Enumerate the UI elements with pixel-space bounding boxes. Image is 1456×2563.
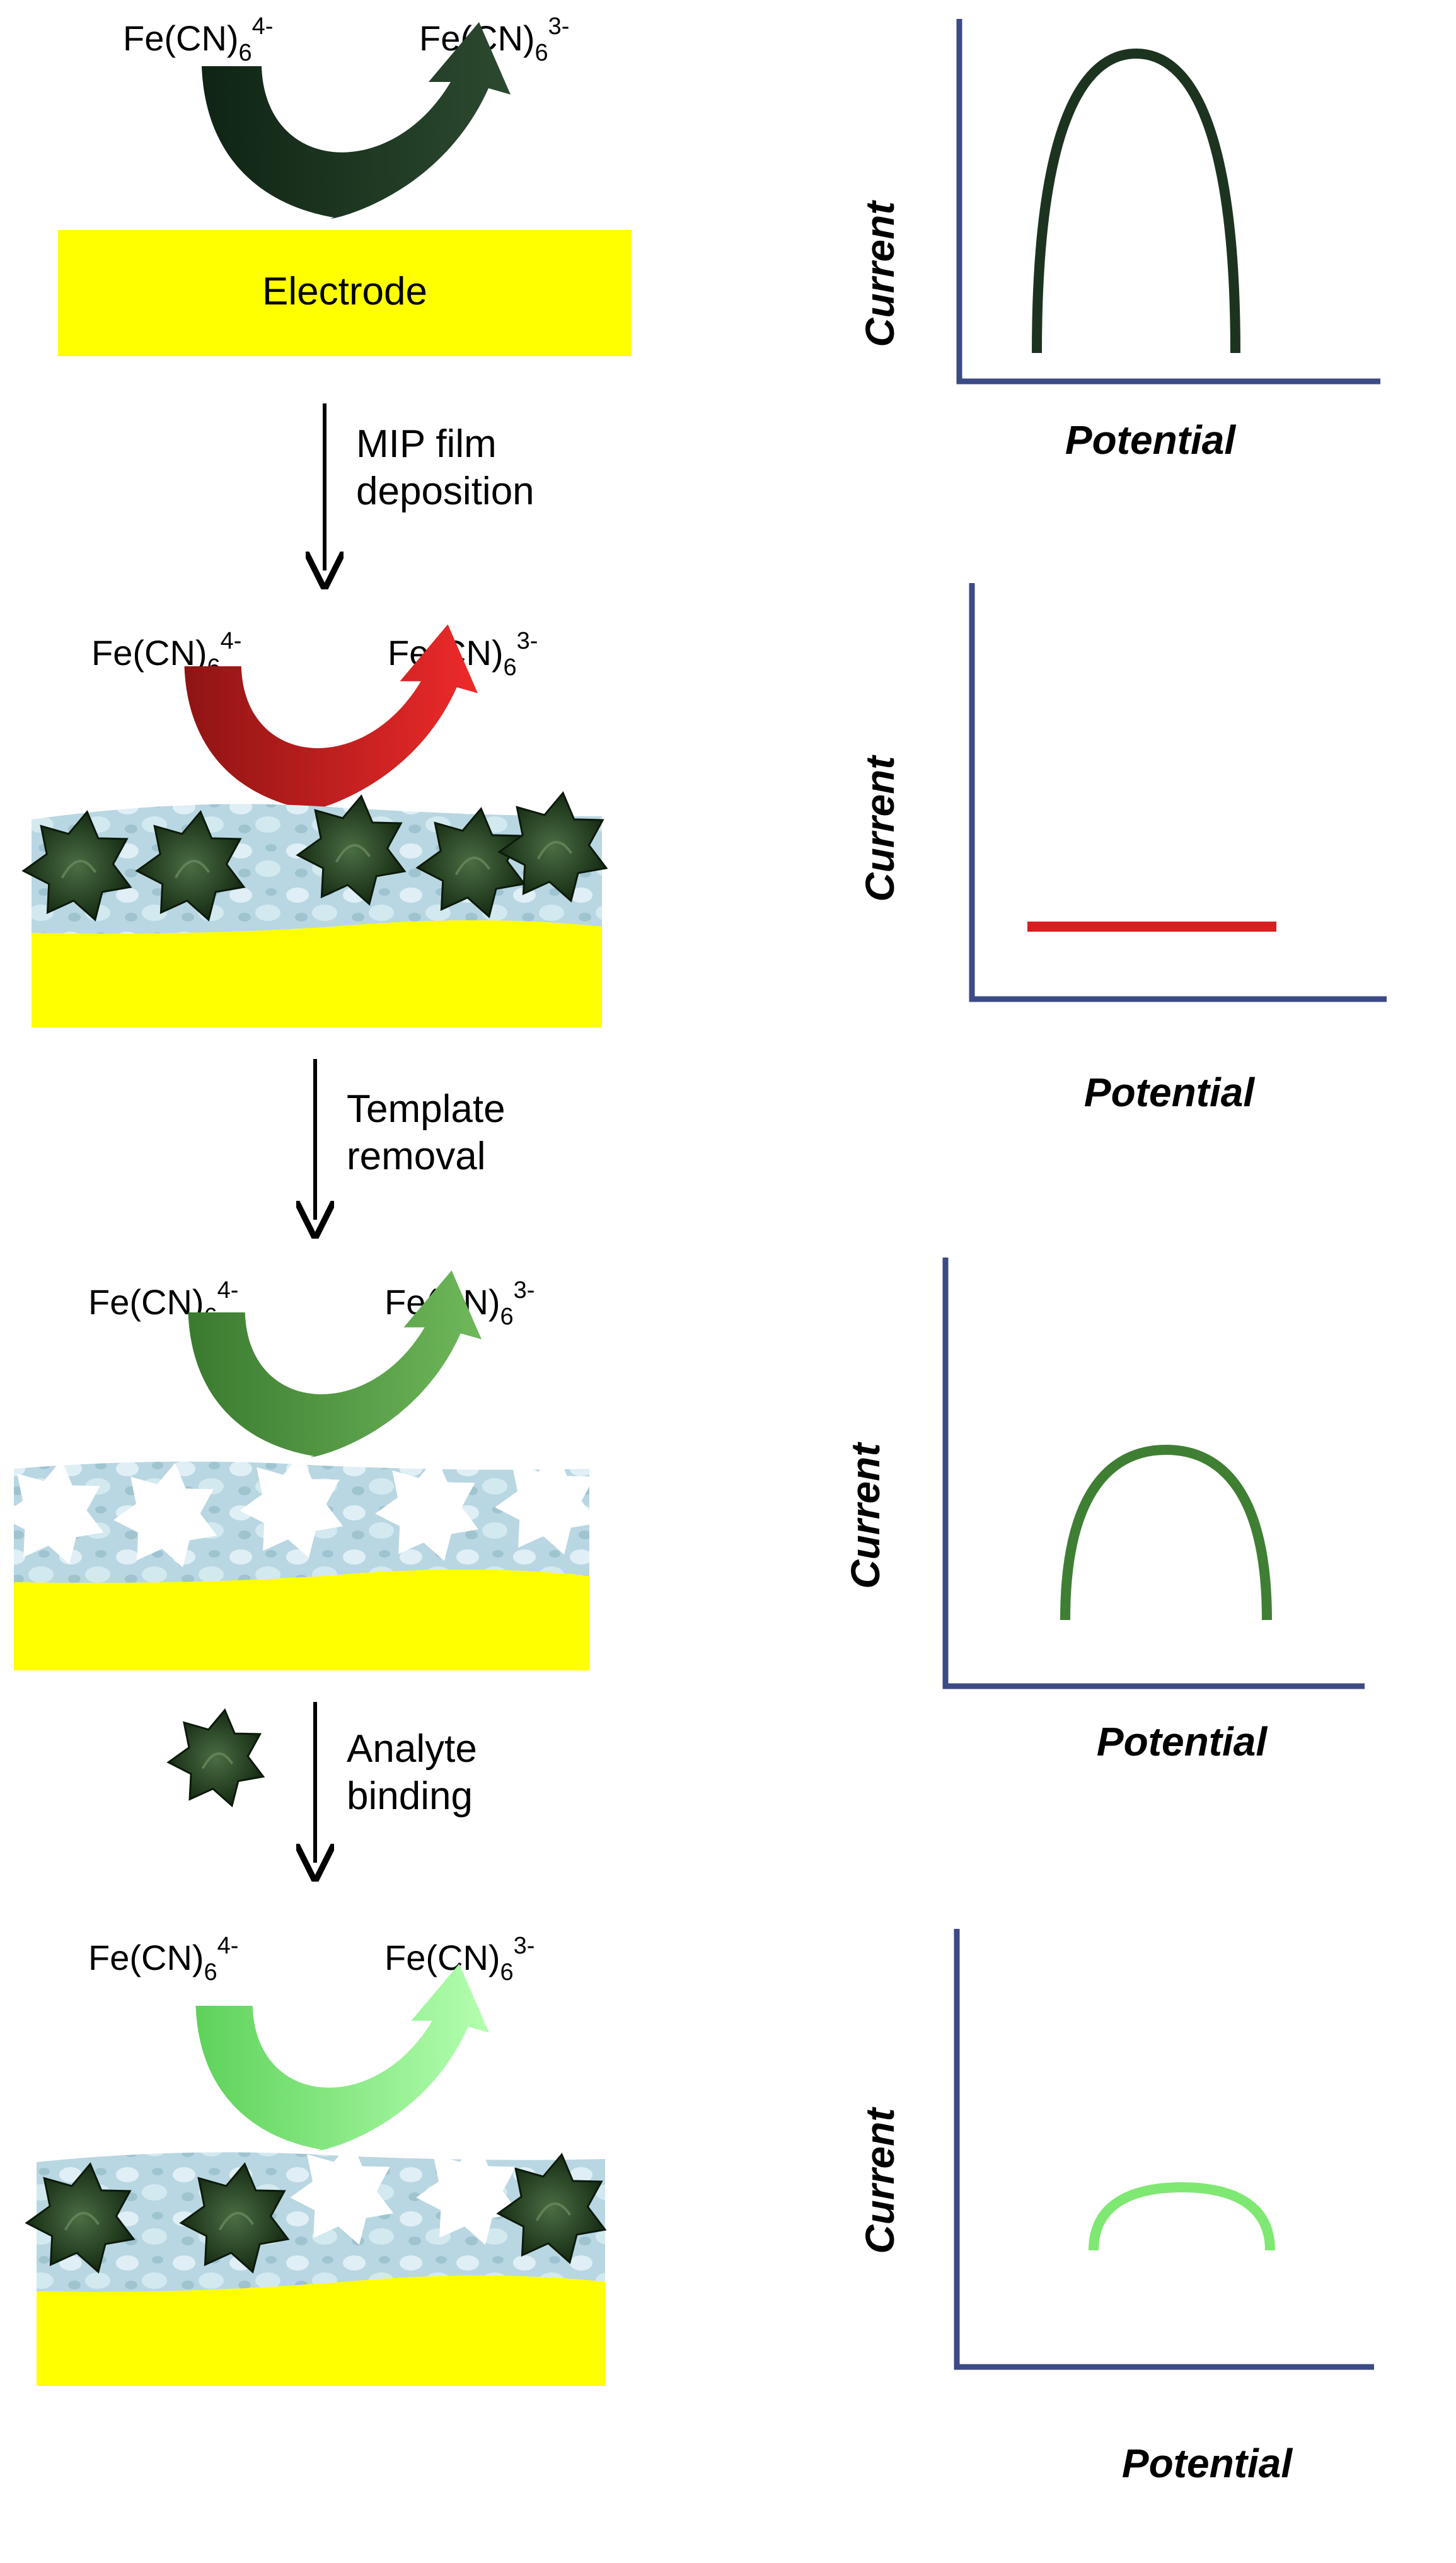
template-molecule [135,810,246,922]
molecule-highlight [535,2202,572,2221]
molecule-highlight [61,860,97,879]
step-label-line1: MIP film [356,422,497,466]
voltammogram-mip: Current Potential [857,583,1387,1115]
analyte-molecule-icon [166,1708,265,1808]
template-molecules [21,791,608,922]
molecule-highlight [218,2212,255,2231]
template-molecule [497,791,608,903]
molecule-highlight [201,1752,234,1769]
reactant-formula: Fe(CN)64- [123,13,273,66]
electrode [58,230,632,356]
reactant-formula: Fe(CN)64- [88,1933,238,1986]
redox-arrow [188,1270,482,1457]
electrode [14,1570,589,1670]
x-axis-label: Potential [1065,417,1236,463]
imprinted-cavity [290,2141,394,2245]
template-molecule [496,2153,607,2264]
step-label-line1: Template [347,1087,506,1131]
imprinted-cavity [495,1450,599,1555]
axes [954,1929,1374,2370]
voltammogram-template-removed: Current Potential [843,1258,1365,1764]
product-formula: Fe(CN)63- [384,1933,534,1986]
cv-curve [1089,2182,1275,2251]
electrode [32,920,602,1027]
template-molecule [166,1708,265,1808]
step-label-line2: binding [347,1774,473,1818]
axes [969,583,1387,1002]
axes [942,1258,1365,1689]
panel-bare-electrode: Fe(CN)64- Fe(CN)63- Electrode [58,13,632,356]
template-molecule [21,810,132,922]
cv-curve [1060,1444,1272,1621]
template-molecule [296,794,407,906]
step-template-removal: Template removal [315,1059,506,1220]
molecule-highlight [174,860,211,879]
electrode [37,2276,605,2386]
molecule-highlight [536,841,573,860]
y-axis-label: Current [857,755,903,902]
redox-arrow-shape [202,22,511,219]
y-axis-label: Current [857,2107,903,2254]
molecule-highlight [64,2212,100,2231]
molecule-highlight [454,857,491,876]
redox-arrow-shape [195,1964,489,2151]
redox-arrow [195,1964,489,2151]
step-label-line2: removal [347,1135,486,1178]
imprinted-cavity [416,2141,520,2245]
x-axis-label: Potential [1084,1070,1255,1115]
voltammogram-bare: Current Potential [857,19,1380,463]
panel-mip-deposited: Fe(CN)64- Fe(CN)63- [21,624,608,1027]
imprinted-cavity [113,1463,217,1568]
imprinted-cavity [0,1460,104,1565]
molecule-highlight [335,844,371,863]
imprinted-cavity [375,1457,479,1561]
axes [956,19,1380,385]
redox-arrow-shape [188,1270,482,1457]
template-molecule [25,2162,136,2274]
panel-template-removed: Fe(CN)64- Fe(CN)63- [0,1270,599,1670]
cv-curve [1032,48,1240,354]
voltammogram-analyte-bound: Current Potential [857,1929,1374,2486]
bound-analyte-molecules [25,2153,607,2274]
step-label-line1: Analyte [347,1727,477,1771]
y-axis-label: Current [843,1442,888,1589]
step-mip-deposition: MIP film deposition [325,403,534,570]
y-axis-label: Current [857,200,903,347]
redox-arrow [184,624,478,811]
x-axis-label: Potential [1122,2441,1293,2486]
redox-arrow-shape [184,624,478,811]
x-axis-label: Potential [1097,1719,1268,1764]
electrode-label: Electrode [262,270,427,313]
reactant-formula: Fe(CN)64- [91,628,241,681]
step-label-line2: deposition [356,470,534,513]
imprinted-cavity [240,1454,344,1558]
template-molecule [179,2162,290,2274]
reactant-formula: Fe(CN)64- [88,1277,238,1330]
redox-arrow [202,22,511,219]
imprinted-cavities [290,2141,520,2245]
imprinted-cavities [0,1450,599,1568]
step-analyte-binding: Analyte binding [166,1702,477,1863]
panel-analyte-bound: Fe(CN)64- Fe(CN)63- [25,1933,607,2386]
